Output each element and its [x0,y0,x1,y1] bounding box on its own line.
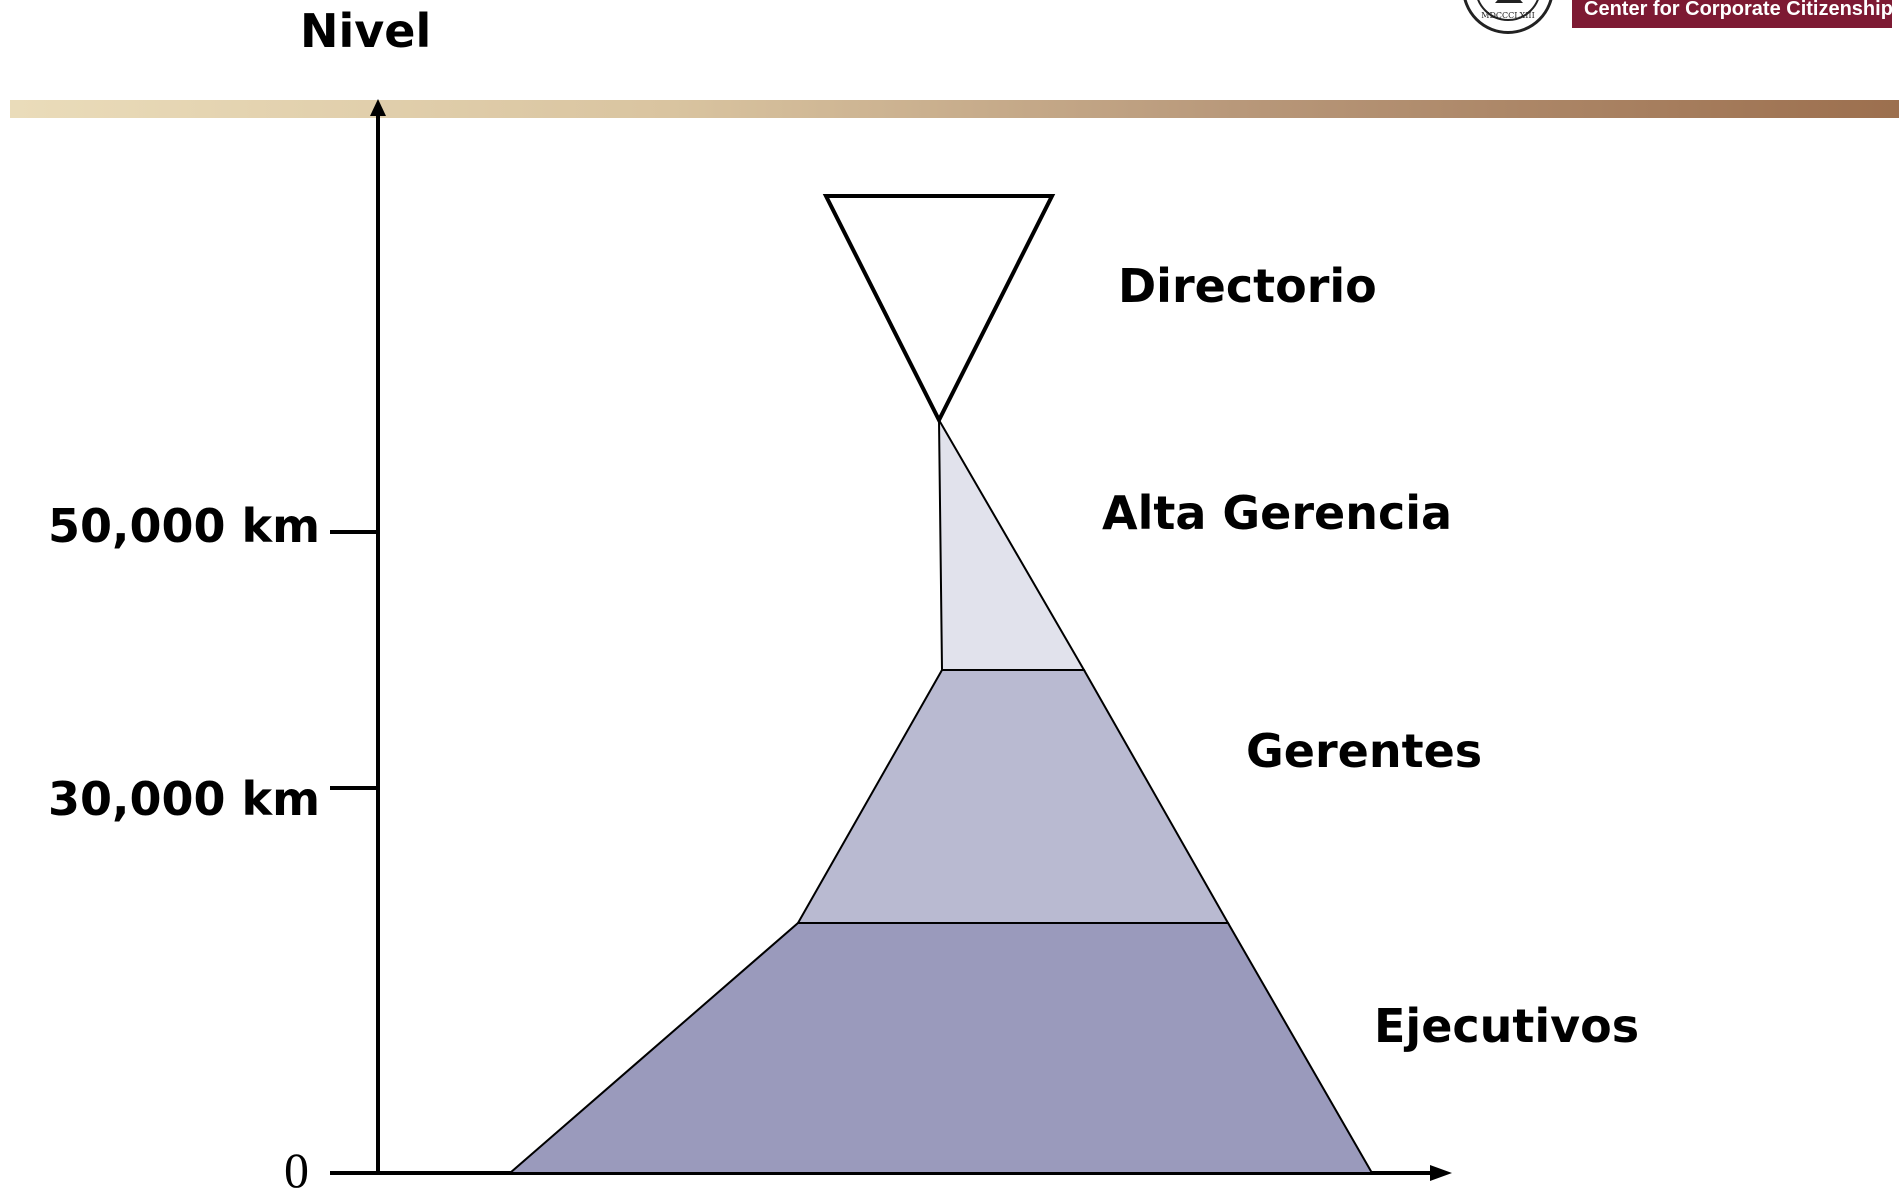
tier-label-gerentes: Gerentes [1246,724,1483,778]
tier-directorio-shape [822,194,1056,425]
header-gradient-bar [10,100,1899,118]
tier-label-directorio: Directorio [1118,259,1377,313]
center-logo-banner: Center for Corporate Citizenship [1572,0,1892,28]
tier-gerentes-shape [796,669,1230,924]
tier-label-alta-gerencia: Alta Gerencia [1102,486,1453,540]
tier-alta-gerencia-shape [937,416,1086,671]
tier-label-ejecutivos: Ejecutivos [1374,999,1640,1053]
horizontal-axis-arrow-icon [1430,1165,1452,1181]
seal-emblem-icon [1495,0,1523,3]
axis-label-50000: 50,000 km [48,499,321,553]
seal-ring-text: MDCCCLXIII [1481,11,1535,20]
slide-title: Nivel [300,4,432,58]
tier-ejecutivos-shape [507,922,1374,1174]
axis-label-30000: 30,000 km [48,772,321,826]
axis-label-zero: 0 [284,1142,309,1198]
vertical-axis-arrow-icon [370,99,386,116]
